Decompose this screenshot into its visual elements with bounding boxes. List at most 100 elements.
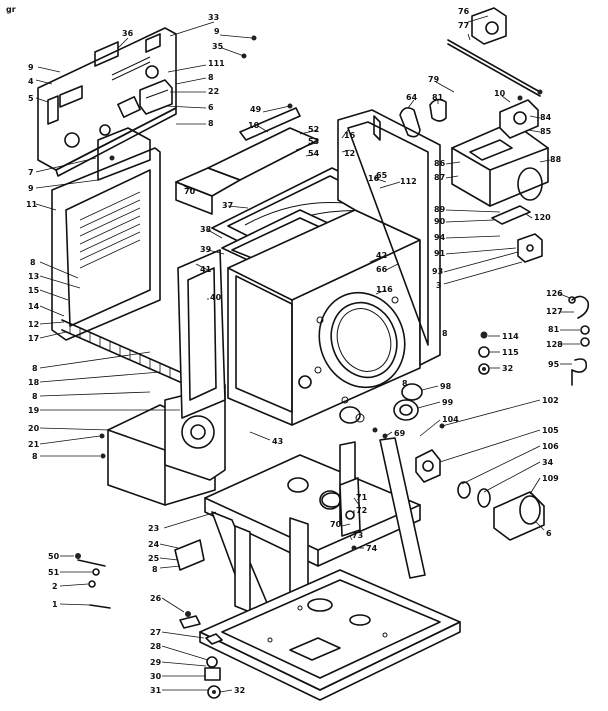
callout-8: 8 [402,379,408,388]
callout-25: 25 [148,554,160,563]
callout-51: 51 [48,568,60,577]
callout-85: 85 [540,127,552,136]
callout-77: 77 [458,21,469,30]
inner-panel [177,249,226,419]
corner-mark: gr [6,5,16,14]
right-fasteners [478,295,590,386]
callout-73: 73 [352,531,363,540]
callout-84: 84 [540,113,552,122]
callout-36: 36 [122,29,134,38]
callout-74: 74 [366,544,378,553]
callout-12: 12 [28,320,39,329]
callout-54: 54 [308,149,320,158]
callout-38: 38 [200,225,212,234]
right-small-part-93 [517,233,543,263]
callout-10: 10 [248,121,260,130]
callout-37: 37 [222,201,233,210]
callout-70: 70 [184,187,196,196]
callout-20: 20 [28,424,40,433]
callout-52: 52 [308,125,319,134]
callout-90: 90 [434,217,446,226]
callout-88: 88 [550,155,562,164]
callout-29: 29 [150,658,162,667]
callout-18: 18 [28,378,40,387]
callout-9: 9 [28,63,34,72]
callout-31: 31 [150,686,162,695]
control-panel-back [37,27,177,177]
callout-81: 81 [432,93,444,102]
callout-30: 30 [150,672,162,681]
cabinet-left-panel [51,127,161,341]
callout-116: 116 [376,285,393,294]
callout-98: 98 [440,382,452,391]
callout-9: 9 [214,27,220,36]
lower-left-fasteners [75,539,223,699]
callout-40: 40 [210,293,222,302]
callout-109: 109 [542,474,559,483]
callout-89: 89 [434,205,446,214]
power-cord [447,7,541,97]
callout-16: 16 [344,131,356,140]
callout-53: 53 [308,137,319,146]
belt-loop [399,98,447,138]
callout-43: 43 [272,437,283,446]
callout-26: 26 [150,594,162,603]
callout-14: 14 [28,302,40,311]
callout-70: 70 [330,520,342,529]
callout-105: 105 [542,426,559,435]
heater-element [61,319,181,383]
callout-66: 66 [376,265,388,274]
callout-21: 21 [28,440,40,449]
callout-42: 42 [376,251,387,260]
callout-labels: 33 36 9 35 111 8 22 6 8 9 4 5 7 9 11 8 1… [26,7,563,695]
callout-13: 13 [28,272,39,281]
callout-3: 3 [436,281,442,290]
callout-39: 39 [200,245,212,254]
callout-2: 2 [52,582,58,591]
callout-72: 72 [356,506,367,515]
motor-housing [451,121,549,207]
callout-50: 50 [48,552,60,561]
callout-9: 9 [28,184,34,193]
callout-86: 86 [434,159,446,168]
callout-81: 81 [548,325,560,334]
idler-bracket [499,99,539,139]
callout-127: 127 [546,307,563,316]
callout-126: 126 [546,289,563,298]
callout-41: 41 [200,265,212,274]
callout-111: 111 [208,59,225,68]
callout-8: 8 [30,258,36,267]
callout-32: 32 [234,686,245,695]
switch-block [139,79,173,115]
callout-32: 32 [502,364,513,373]
callout-49: 49 [250,105,262,114]
callout-79: 79 [428,75,440,84]
callout-120: 120 [534,213,551,222]
callout-112: 112 [400,177,417,186]
callout-94: 94 [434,233,446,242]
callout-16: 16 [368,174,380,183]
callout-93: 93 [432,267,443,276]
callout-99: 99 [442,398,454,407]
callout-6: 6 [208,103,214,112]
callout-104: 104 [442,415,459,424]
callout-102: 102 [542,396,559,405]
callout-8: 8 [442,329,448,338]
callout-87: 87 [434,173,445,182]
callout-128: 128 [546,340,563,349]
callout-8: 8 [208,73,214,82]
callout-27: 27 [150,628,161,637]
base-frame [199,437,461,701]
callout-114: 114 [502,332,519,341]
callout-64: 64 [406,93,418,102]
callout-6: 6 [546,529,552,538]
callout-33: 33 [208,13,219,22]
callout-71: 71 [356,493,368,502]
callout-1: 1 [52,600,58,609]
top-bracket [175,107,319,215]
callout-8: 8 [152,565,158,574]
callout-17: 17 [28,334,39,343]
callout-28: 28 [150,642,162,651]
callout-8: 8 [208,119,214,128]
